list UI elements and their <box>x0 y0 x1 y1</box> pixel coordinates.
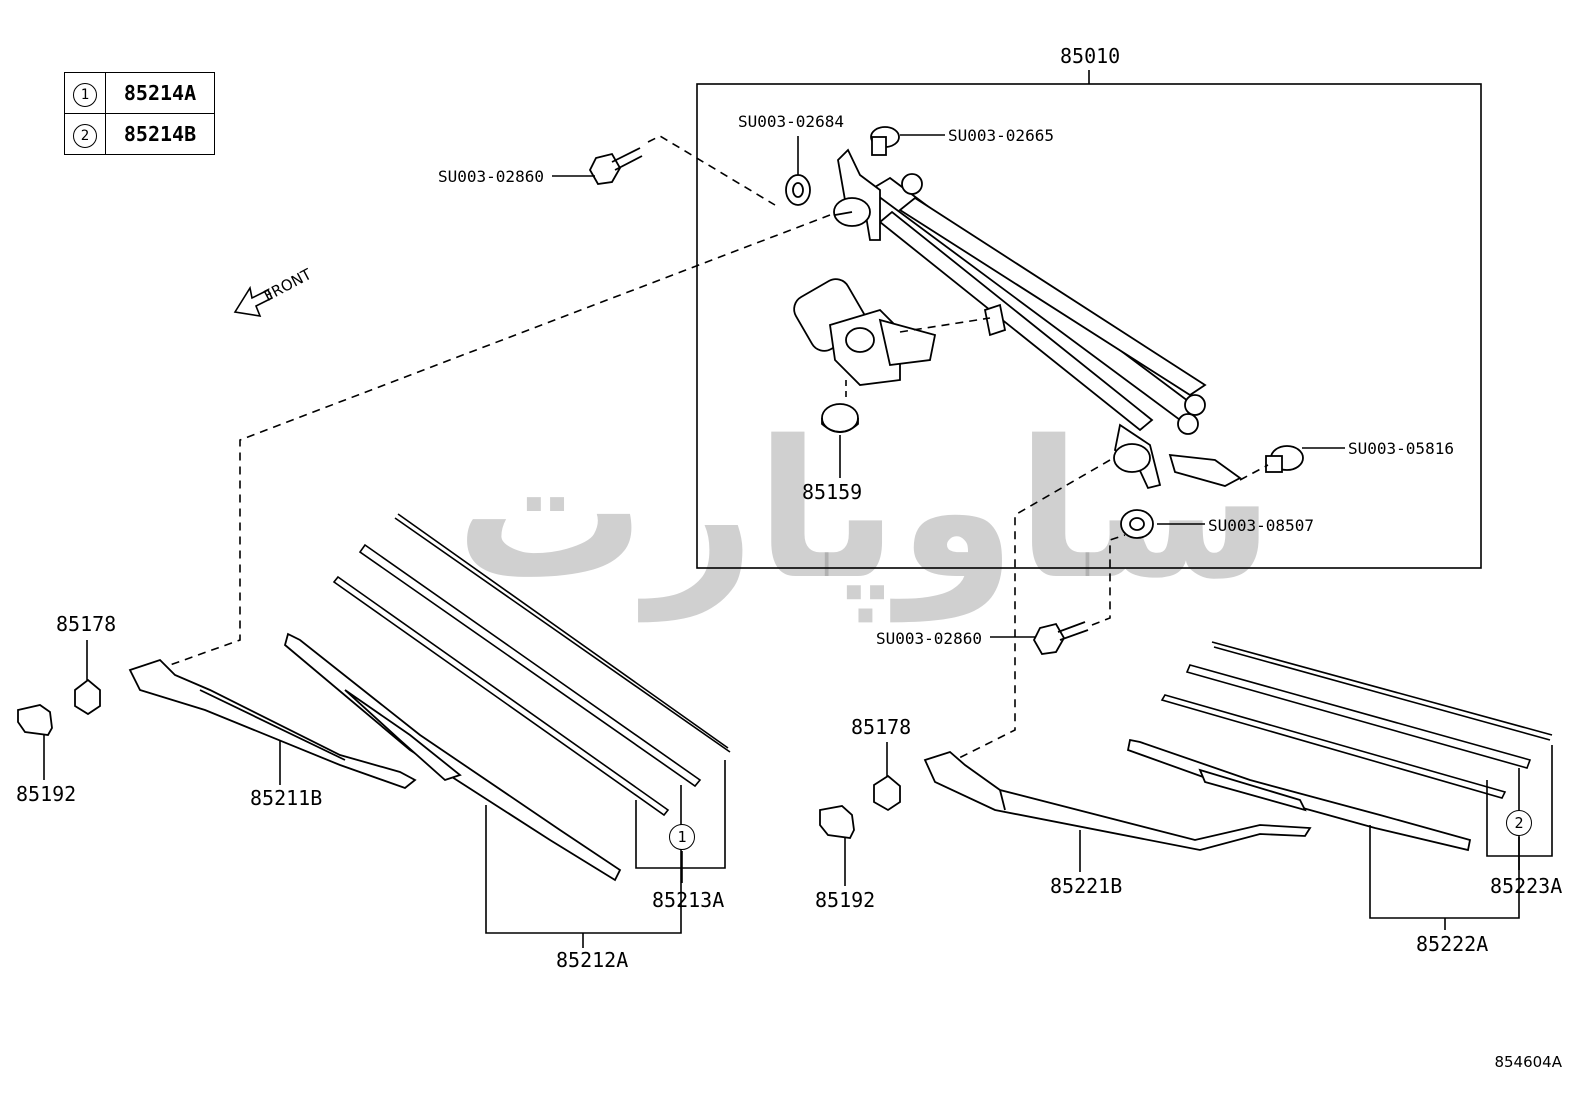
legend-num: 2 <box>73 123 97 148</box>
label-arm-left: 85211B <box>250 786 323 810</box>
callout-left: 1 <box>669 824 695 850</box>
label-assembly: 85010 <box>1060 44 1121 68</box>
bolt-right <box>1032 621 1089 655</box>
legend-part: 85214B <box>105 113 215 155</box>
callout-right: 2 <box>1506 810 1532 836</box>
label-grommet-top: SU003-02684 <box>738 112 844 131</box>
wiper-linkage <box>833 148 1242 490</box>
rubber-left <box>332 513 731 817</box>
label-cap-right: 85192 <box>815 888 876 912</box>
legend-part: 85214A <box>105 72 215 114</box>
bolt-left <box>588 147 643 185</box>
label-cap-left: 85192 <box>16 782 77 806</box>
diagram-code: 854604A <box>1494 1053 1562 1071</box>
label-bushing-right: SU003-05816 <box>1348 439 1454 458</box>
grommet-right <box>1120 509 1154 539</box>
label-bolt-left: SU003-02860 <box>438 167 544 186</box>
label-rubber-left: 85213A <box>652 888 725 912</box>
blade-left <box>283 632 622 882</box>
nut-right <box>873 774 901 812</box>
front-arrow-icon <box>233 285 274 318</box>
label-bolt-right: SU003-02860 <box>876 629 982 648</box>
arm-right <box>923 750 1312 851</box>
cap-right <box>819 805 855 839</box>
legend-num: 1 <box>73 82 97 107</box>
label-nut-right: 85178 <box>851 715 912 739</box>
arm-left <box>128 658 417 790</box>
label-grommet-right: SU003-08507 <box>1208 516 1314 535</box>
legend-row: 2 85214B <box>64 113 215 155</box>
wiper-motor <box>793 278 937 386</box>
legend-table: 1 85214A 2 85214B <box>64 72 215 155</box>
label-bushing-top: SU003-02665 <box>948 126 1054 145</box>
label-blade-right: 85222A <box>1416 932 1489 956</box>
label-nut-left: 85178 <box>56 612 117 636</box>
label-motor-cap: 85159 <box>802 480 863 504</box>
motor-cap <box>821 403 859 433</box>
bushing-top <box>870 126 900 156</box>
grommet-top <box>785 174 811 206</box>
legend-row: 1 85214A <box>64 72 215 114</box>
label-rubber-right: 85223A <box>1490 874 1563 898</box>
blade-right <box>1126 738 1472 852</box>
label-arm-right: 85221B <box>1050 874 1123 898</box>
label-blade-left: 85212A <box>556 948 629 972</box>
nut-left <box>74 678 101 716</box>
cap-left <box>17 704 53 736</box>
bushing-right <box>1265 445 1304 473</box>
rubber-right <box>1160 641 1553 799</box>
